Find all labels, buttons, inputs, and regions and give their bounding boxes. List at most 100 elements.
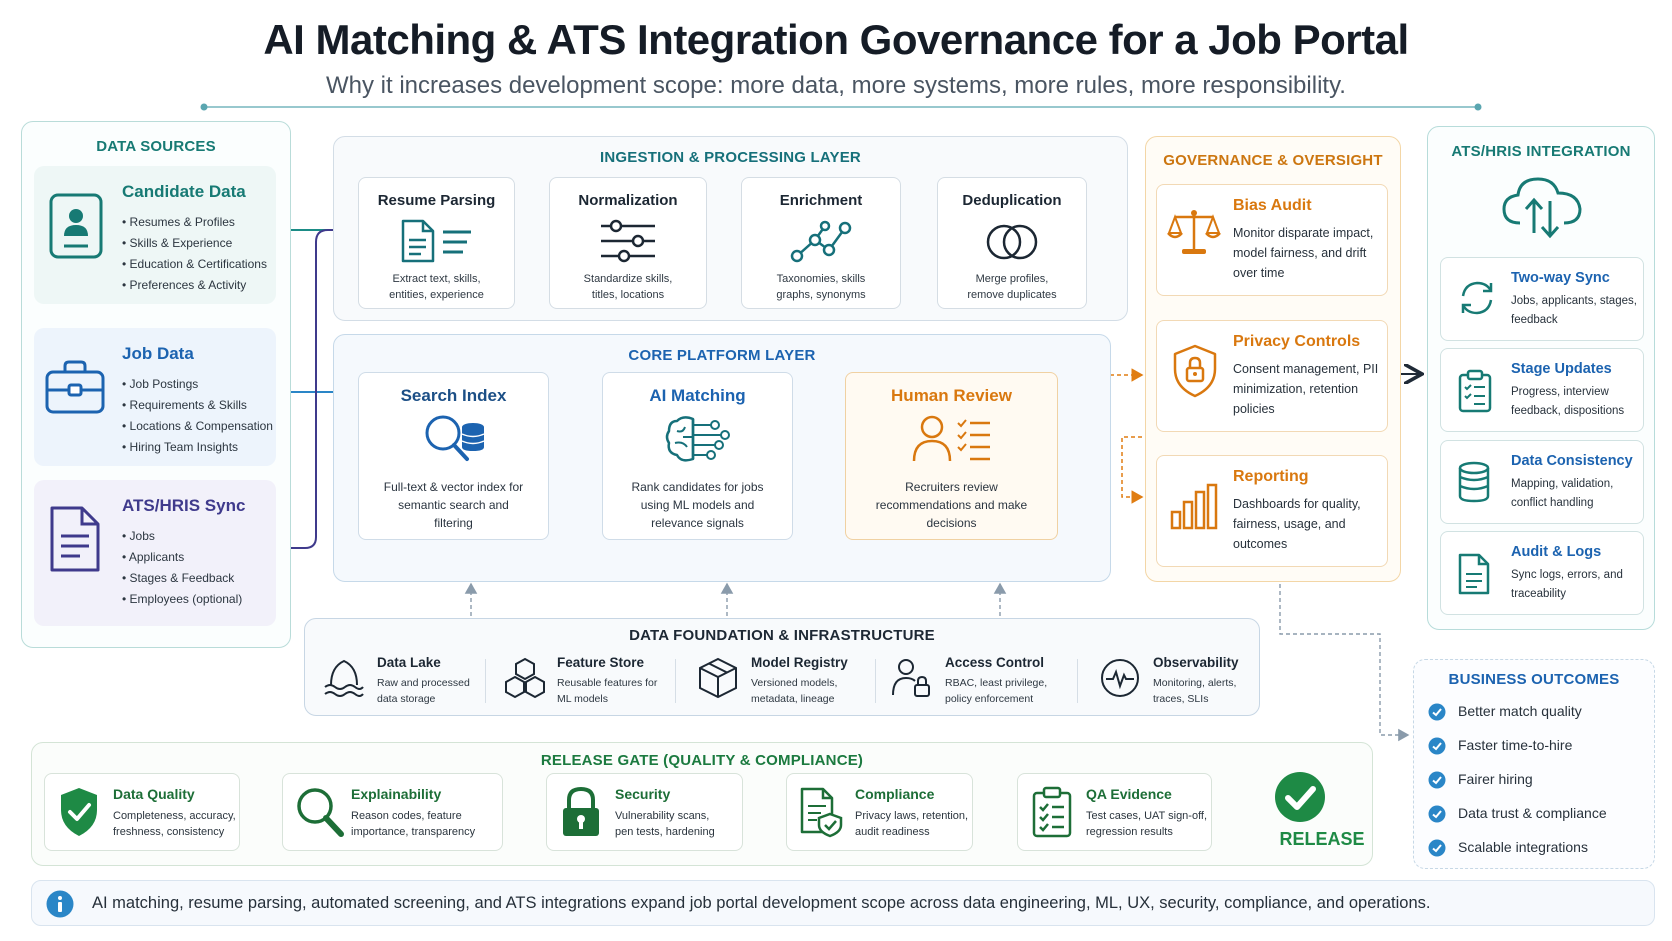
list-item: Hiring Team Insights xyxy=(122,437,273,458)
search-database-icon xyxy=(421,413,487,470)
list-item: Skills & Experience xyxy=(122,233,267,254)
cubes-icon xyxy=(503,657,547,704)
card-title: Resume Parsing xyxy=(377,192,496,209)
card-title: Human Review xyxy=(891,386,1012,405)
release-card-compliance[interactable]: Compliance Privacy laws, retention, audi… xyxy=(786,773,973,851)
ingestion-card-resume-parsing[interactable]: Resume Parsing Extract text, skills, ent… xyxy=(358,177,515,309)
briefcase-icon xyxy=(44,358,106,421)
data-sources-panel: DATA SOURCES Candidate Data Resumes & Pr… xyxy=(21,121,291,648)
foundation-panel: DATA FOUNDATION & INFRASTRUCTURE Data La… xyxy=(304,618,1260,716)
release-card-qa-evidence[interactable]: QA Evidence Test cases, UAT sign-off, re… xyxy=(1017,773,1212,851)
lake-icon xyxy=(323,657,365,704)
item-title: Feature Store xyxy=(557,655,645,670)
profile-card-icon xyxy=(48,192,104,265)
foundation-item-model-registry[interactable]: Model Registry Versioned models, metadat… xyxy=(697,653,872,709)
bar-chart-icon xyxy=(1169,482,1219,537)
governance-panel: GOVERNANCE & OVERSIGHT Bias Audit Monito… xyxy=(1145,136,1401,582)
database-icon xyxy=(1457,461,1491,508)
scales-icon xyxy=(1167,207,1221,262)
list-item: Employees (optional) xyxy=(122,589,243,610)
ingestion-card-normalization[interactable]: Normalization Standardize skills, titles… xyxy=(549,177,707,309)
graph-nodes-icon xyxy=(789,218,853,269)
box-icon xyxy=(697,657,739,704)
divider xyxy=(1077,659,1078,703)
source-card-candidate-data[interactable]: Candidate Data Resumes & Profiles Skills… xyxy=(34,166,276,304)
ats-card-two-way-sync[interactable]: Two-way Sync Jobs, applicants, stages, f… xyxy=(1440,257,1644,341)
ats-card-data-consistency[interactable]: Data Consistency Mapping, validation, co… xyxy=(1440,440,1644,524)
card-description: Taxonomies, skills graphs, synonyms xyxy=(776,273,866,301)
magnifier-icon xyxy=(295,786,345,843)
source-items: Resumes & Profiles Skills & Experience E… xyxy=(122,212,267,296)
card-description: Merge profiles, remove duplicates xyxy=(967,273,1057,301)
outcome-label: Better match quality xyxy=(1458,703,1582,719)
card-description: Privacy laws, retention, audit readiness xyxy=(855,810,969,838)
card-description: Full-text & vector index for semantic se… xyxy=(383,480,524,530)
source-card-ats-hris-sync[interactable]: ATS/HRIS Sync Jobs Applicants Stages & F… xyxy=(34,480,276,626)
foundation-item-data-lake[interactable]: Data Lake Raw and processed data storage xyxy=(323,653,483,709)
list-item: Education & Certifications xyxy=(122,254,267,275)
pulse-icon xyxy=(1099,657,1141,704)
compliance-doc-icon xyxy=(799,786,843,843)
clipboard-list-icon xyxy=(1457,369,1493,418)
governance-card-reporting[interactable]: Reporting Dashboards for quality, fairne… xyxy=(1156,455,1388,567)
document-icon xyxy=(48,504,102,579)
governance-card-privacy-controls[interactable]: Privacy Controls Consent management, PII… xyxy=(1156,320,1388,432)
release-card-data-quality[interactable]: Data Quality Completeness, accuracy, fre… xyxy=(44,773,240,851)
core-card-human-review[interactable]: Human Review Recruiters review recommend… xyxy=(845,372,1058,540)
ingestion-card-enrichment[interactable]: Enrichment Taxonomies, skills graphs, sy… xyxy=(741,177,901,309)
release-card-explainability[interactable]: Explainability Reason codes, feature imp… xyxy=(282,773,503,851)
overlap-circles-icon xyxy=(982,222,1042,267)
core-platform-panel: CORE PLATFORM LAYER Search Index Full-te… xyxy=(333,334,1111,582)
foundation-item-observability[interactable]: Observability Monitoring, alerts, traces… xyxy=(1099,653,1254,709)
divider xyxy=(485,659,486,703)
card-title: Explainability xyxy=(351,786,442,802)
ats-card-stage-updates[interactable]: Stage Updates Progress, interview feedba… xyxy=(1440,348,1644,432)
card-description: Extract text, skills, entities, experien… xyxy=(389,273,484,301)
card-title: Normalization xyxy=(578,192,678,209)
card-description: Recruiters review recommendations and ma… xyxy=(875,480,1028,530)
list-item: Requirements & Skills xyxy=(122,395,273,416)
ingestion-panel: INGESTION & PROCESSING LAYER Resume Pars… xyxy=(333,136,1128,321)
card-title: Data Quality xyxy=(113,786,195,802)
info-icon xyxy=(46,890,74,923)
foundation-title: DATA FOUNDATION & INFRASTRUCTURE xyxy=(629,627,935,644)
sync-icon xyxy=(1457,278,1497,323)
card-title: Search Index xyxy=(400,386,507,405)
outcome-label: Data trust & compliance xyxy=(1458,805,1607,821)
card-description: Dashboards for quality, fairness, usage,… xyxy=(1233,497,1361,551)
card-description: Completeness, accuracy, freshness, consi… xyxy=(113,810,236,838)
governance-card-bias-audit[interactable]: Bias Audit Monitor disparate impact, mod… xyxy=(1156,184,1388,296)
reviewer-checklist-icon xyxy=(912,413,992,470)
footer-note: AI matching, resume parsing, automated s… xyxy=(31,880,1655,926)
card-title: Deduplication xyxy=(962,192,1062,209)
item-description: Raw and processed data storage xyxy=(377,677,470,705)
item-description: Monitoring, alerts, traces, SLIs xyxy=(1153,677,1237,705)
divider xyxy=(675,659,676,703)
card-title: Reporting xyxy=(1233,468,1309,485)
ats-card-audit-logs[interactable]: Audit & Logs Sync logs, errors, and trac… xyxy=(1440,531,1644,615)
core-card-ai-matching[interactable]: AI Matching Rank candidates for jobs usi… xyxy=(602,372,793,540)
page-subtitle: Why it increases development scope: more… xyxy=(326,72,1346,99)
core-card-search-index[interactable]: Search Index Full-text & vector index fo… xyxy=(358,372,549,540)
card-description: Vulnerability scans, pen tests, hardenin… xyxy=(615,810,715,838)
item-title: Access Control xyxy=(945,655,1045,670)
footer-text: AI matching, resume parsing, automated s… xyxy=(92,894,1431,912)
foundation-item-access-control[interactable]: Access Control RBAC, least privilege, po… xyxy=(891,653,1071,709)
foundation-item-feature-store[interactable]: Feature Store Reusable features for ML m… xyxy=(503,653,668,709)
parse-document-icon xyxy=(399,218,475,269)
check-circle-icon xyxy=(1428,805,1446,828)
item-title: Data Lake xyxy=(377,655,441,670)
source-card-job-data[interactable]: Job Data Job Postings Requirements & Ski… xyxy=(34,328,276,466)
ingestion-card-deduplication[interactable]: Deduplication Merge profiles, remove dup… xyxy=(937,177,1087,309)
source-title: ATS/HRIS Sync xyxy=(122,496,246,515)
item-title: Model Registry xyxy=(751,655,848,670)
sliders-icon xyxy=(598,218,658,269)
cloud-sync-icon xyxy=(1500,173,1584,244)
list-item: Job Postings xyxy=(122,374,273,395)
card-description: Jobs, applicants, stages, feedback xyxy=(1511,295,1637,326)
card-description: Mapping, validation, conflict handling xyxy=(1511,478,1614,509)
item-description: RBAC, least privilege, policy enforcemen… xyxy=(945,677,1048,705)
padlock-icon xyxy=(559,786,603,843)
release-card-security[interactable]: Security Vulnerability scans, pen tests,… xyxy=(546,773,743,851)
card-title: Stage Updates xyxy=(1511,361,1612,377)
